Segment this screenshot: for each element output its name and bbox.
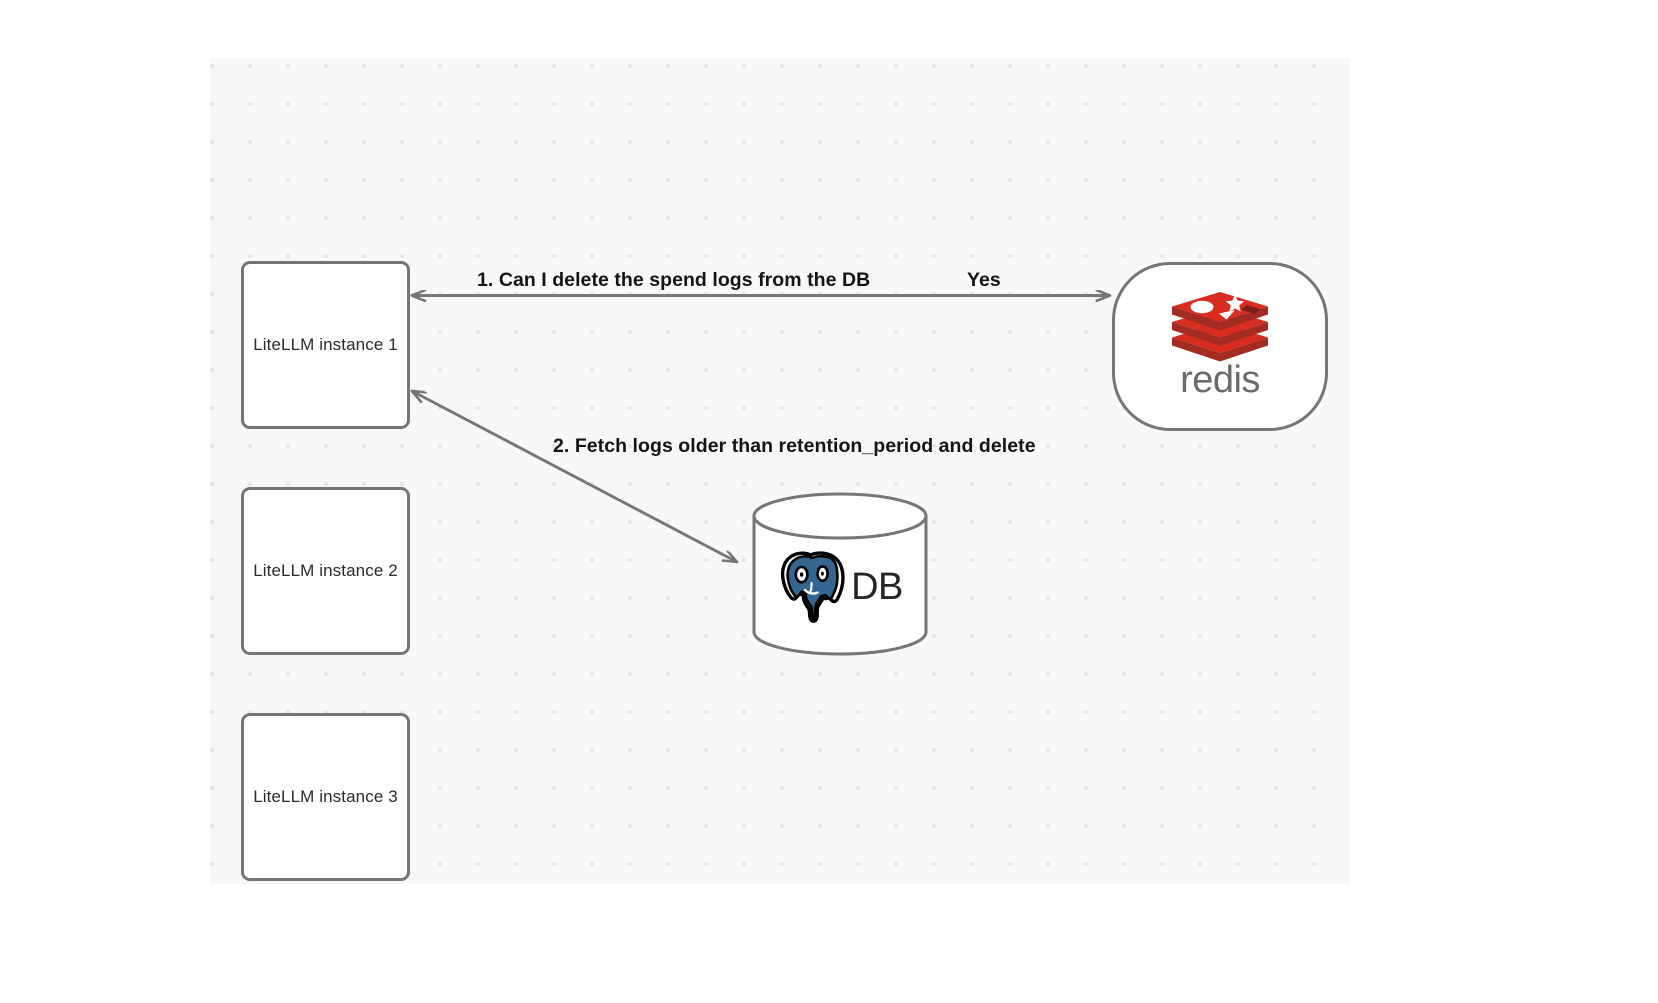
- cylinder-shape: [752, 492, 928, 656]
- node-litellm-instance-2[interactable]: LiteLLM instance 2: [241, 487, 410, 655]
- node-database[interactable]: DB: [749, 491, 931, 657]
- redis-cube-icon: [1172, 291, 1268, 361]
- node-redis[interactable]: redis: [1112, 262, 1328, 431]
- edge-label-yes: Yes: [967, 269, 1001, 291]
- node-label: LiteLLM instance 1: [253, 334, 398, 354]
- db-node-content: DB: [749, 491, 931, 657]
- edge-label-step-1: 1. Can I delete the spend logs from the …: [477, 269, 871, 291]
- node-label: LiteLLM instance 2: [253, 560, 398, 580]
- edge-label-step-2: 2. Fetch logs older than retention_perio…: [553, 435, 1036, 457]
- svg-text:redis: redis: [1180, 359, 1260, 401]
- node-label: LiteLLM instance 3: [253, 786, 398, 806]
- redis-logo: redis: [1162, 287, 1278, 403]
- redis-wordmark: redis: [1180, 359, 1260, 401]
- node-litellm-instance-3[interactable]: LiteLLM instance 3: [241, 713, 410, 881]
- postgresql-elephant-icon: [781, 551, 845, 623]
- db-label: DB: [851, 566, 903, 608]
- node-litellm-instance-1[interactable]: LiteLLM instance 1: [241, 261, 410, 429]
